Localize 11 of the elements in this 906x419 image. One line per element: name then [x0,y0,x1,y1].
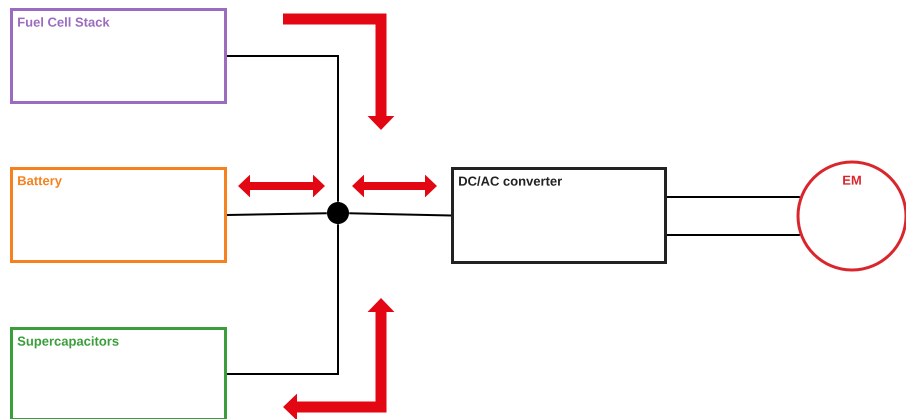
wire [667,234,800,236]
wire [227,224,339,375]
wire [226,212,327,216]
wire [349,212,452,216]
junction-dot [327,202,349,224]
source-box: Supercapacitors [10,327,227,419]
source-box: Battery [10,167,227,263]
wire [667,196,800,198]
source-box: Fuel Cell Stack [10,8,227,104]
converter-box: DC/AC converter [451,167,667,264]
wire [227,55,339,202]
